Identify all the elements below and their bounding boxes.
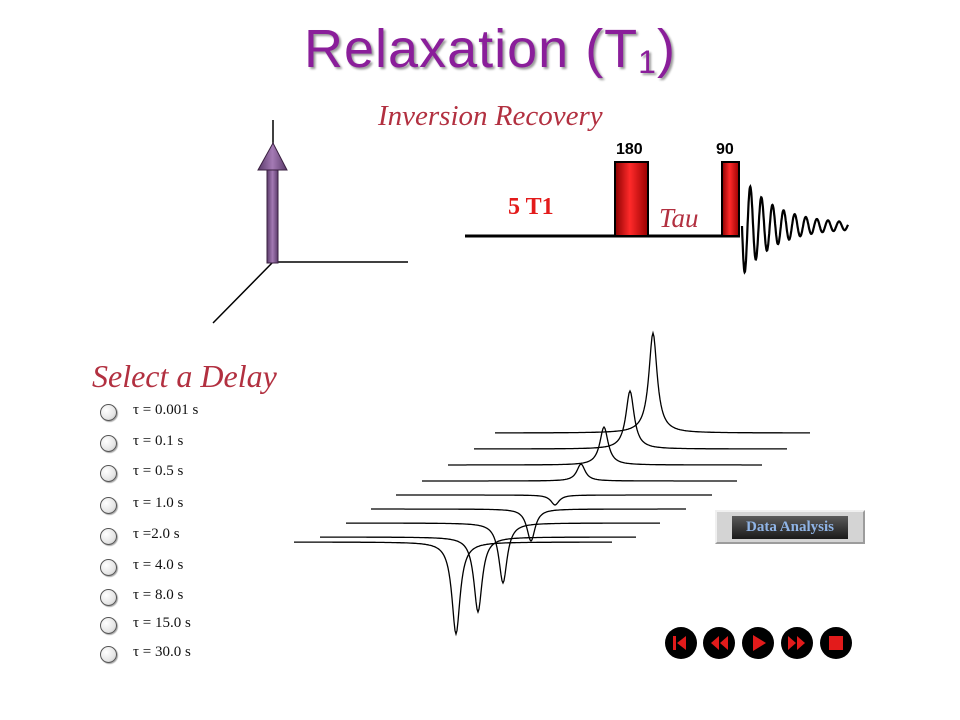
delay-option-label: τ = 30.0 s <box>133 644 191 660</box>
delay-option-label: τ = 8.0 s <box>133 587 184 603</box>
delay-option-label: τ = 1.0 s <box>133 495 184 511</box>
delay-option-label: τ = 4.0 s <box>133 557 184 573</box>
label-180: 180 <box>616 141 643 158</box>
skip-to-start-button[interactable] <box>665 627 697 659</box>
spectrum-trace <box>422 463 737 482</box>
radio-button[interactable] <box>100 616 117 634</box>
stop-button[interactable] <box>820 627 852 659</box>
x-axis <box>212 261 274 324</box>
pulse-180 <box>614 161 649 237</box>
data-analysis-button[interactable]: Data Analysis <box>715 510 865 544</box>
page-title: Relaxation (T1) <box>304 19 676 80</box>
spectrum-trace <box>474 389 787 450</box>
delay-option[interactable]: τ =2.0 s <box>100 524 180 548</box>
tau-label: Tau <box>659 203 699 233</box>
delay-option[interactable]: τ = 8.0 s <box>100 585 183 609</box>
spectrum-trace <box>320 536 636 614</box>
delay-option[interactable]: τ = 30.0 s <box>100 642 191 666</box>
select-delay-label: Select a Delay <box>92 358 277 394</box>
delay-option-label: τ = 0.5 s <box>133 463 184 479</box>
delay-option-label: τ = 0.1 s <box>133 433 184 449</box>
fid-signal <box>740 183 850 275</box>
delay-option-label: τ = 0.001 s <box>133 402 199 418</box>
label-90: 90 <box>716 141 734 158</box>
delay-option[interactable]: τ = 1.0 s <box>100 493 183 517</box>
delay-option[interactable]: τ = 0.001 s <box>100 400 198 424</box>
delay-option[interactable]: τ = 0.1 s <box>100 431 183 455</box>
delay-option-label: τ = 15.0 s <box>133 615 191 631</box>
delay-option-label: τ =2.0 s <box>133 526 180 542</box>
delay-option[interactable]: τ = 0.5 s <box>100 461 183 485</box>
pulse-90 <box>721 161 740 237</box>
stacked-spectra <box>294 330 810 637</box>
skip-to-start-icon <box>673 636 686 650</box>
play-button[interactable] <box>742 627 774 659</box>
rewind-icon <box>711 636 728 650</box>
radio-button[interactable] <box>100 434 117 452</box>
delay-option[interactable]: τ = 4.0 s <box>100 555 183 579</box>
radio-button[interactable] <box>100 403 117 421</box>
magnetization-vector-head <box>257 141 288 171</box>
delay-label: 5 T1 <box>508 194 554 220</box>
fast-forward-button[interactable] <box>781 627 813 659</box>
spectrum-trace <box>346 522 660 585</box>
radio-button[interactable] <box>100 588 117 606</box>
axes-diagram <box>212 120 408 324</box>
spectrum-trace <box>371 508 686 543</box>
subtitle: Inversion Recovery <box>378 100 603 132</box>
radio-button[interactable] <box>100 464 117 482</box>
rewind-button[interactable] <box>703 627 735 659</box>
stop-icon <box>829 636 843 650</box>
spectrum-trace <box>396 494 712 506</box>
spectrum-trace <box>495 330 810 434</box>
delay-option[interactable]: τ = 15.0 s <box>100 613 191 637</box>
magnetization-vector <box>266 167 279 264</box>
radio-button[interactable] <box>100 496 117 514</box>
pulse-sequence: 180 90 5 T1 Tau <box>465 141 850 275</box>
fast-forward-icon <box>788 636 805 650</box>
play-icon <box>753 635 766 651</box>
radio-button[interactable] <box>100 527 117 545</box>
radio-button[interactable] <box>100 645 117 663</box>
spectrum-trace <box>448 425 762 466</box>
spectrum-trace <box>294 541 612 637</box>
radio-button[interactable] <box>100 558 117 576</box>
